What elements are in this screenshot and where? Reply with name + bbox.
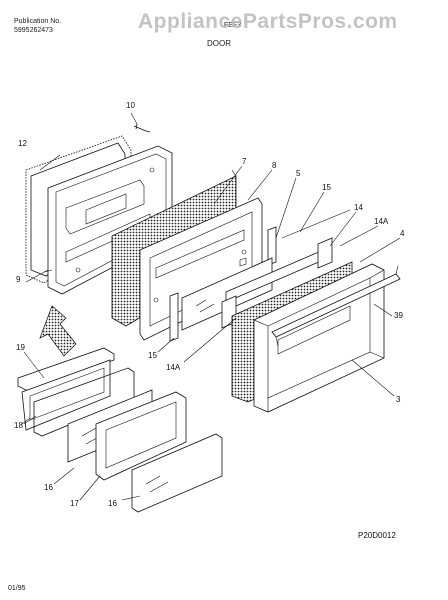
callout-14a-upper: 14A [374,217,389,226]
direction-arrow-icon [39,305,77,357]
callout-8: 8 [272,161,277,170]
section-title: DOOR [207,39,231,48]
callout-19: 19 [16,343,25,352]
callout-7: 7 [242,157,247,166]
window-glass-lower [131,433,223,513]
callout-10: 10 [126,101,135,110]
model-code: FEF3 [224,22,242,29]
screw-part [130,112,151,133]
callout-15-upper: 15 [322,183,331,192]
callout-18: 18 [14,421,23,430]
callout-16-lower: 16 [108,499,117,508]
callout-39: 39 [394,311,403,320]
diagram-code: P20D0012 [358,531,396,540]
callout-3: 3 [396,395,401,404]
footer-date: 01/95 [8,585,26,592]
leader-lines [23,165,401,501]
callout-9: 9 [16,275,21,284]
callout-16-upper: 16 [44,483,53,492]
callout-15-lower: 15 [148,351,157,360]
callout-12: 12 [18,139,27,148]
callout-14a-lower: 14A [166,363,181,372]
window-gasket [17,347,115,431]
callout-14: 14 [354,203,363,212]
callout-4: 4 [400,229,405,238]
callout-17: 17 [70,499,79,508]
hinge-brackets [169,226,277,342]
publication-number: 5995262473 [14,27,53,34]
watermark: AppliancePartsPros.com [138,10,398,33]
publication-label: Publication No. [14,18,62,25]
door-handle [271,265,401,347]
window-glass-frame [95,391,187,481]
callout-5: 5 [296,169,301,178]
